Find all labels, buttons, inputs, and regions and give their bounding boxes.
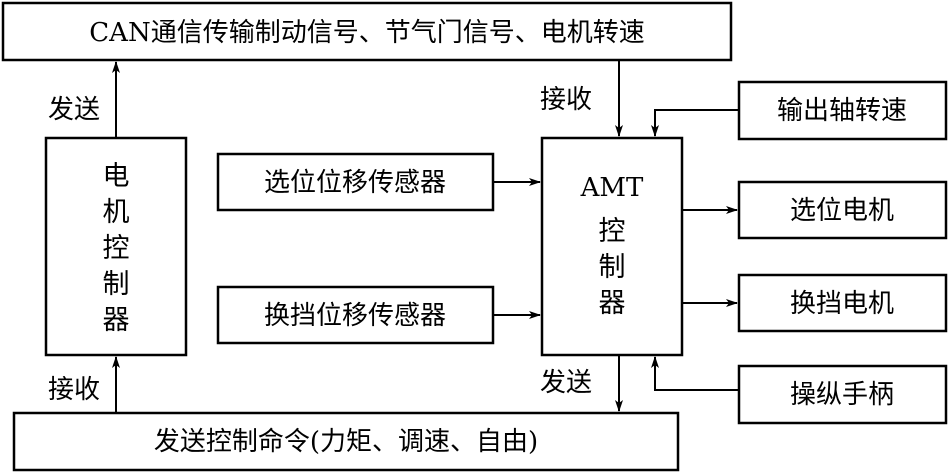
motor-send-label: 发送 <box>48 95 100 125</box>
shift-sensor-text: 换挡位移传感器 <box>264 301 446 331</box>
shift-sensor-box: 换挡位移传感器 <box>216 285 495 345</box>
amt-controller-title: AMT <box>580 173 644 203</box>
shift-motor-box: 换挡电机 <box>737 273 948 333</box>
bottom-command-box: 发送控制命令(力矩、调速、自由) <box>12 411 680 472</box>
joystick-text: 操纵手柄 <box>790 380 894 410</box>
shift-motor-text: 换挡电机 <box>790 289 894 319</box>
select-motor-box: 选位电机 <box>737 180 948 240</box>
motor-controller-char-3: 控 <box>103 233 130 264</box>
motor-controller-box: 电 机 控 制 器 <box>44 136 188 357</box>
amt-controller-box: AMT 控 制 器 <box>540 136 684 357</box>
top-signal-text: CAN通信传输制动信号、节气门信号、电机转速 <box>89 18 644 48</box>
joystick-to-amt-arrow <box>651 356 739 391</box>
output-speed-to-amt-arrow <box>651 109 739 137</box>
amt-send-label: 发送 <box>540 368 592 398</box>
output-shaft-speed-text: 输出轴转速 <box>777 96 907 126</box>
motor-controller-char-4: 制 <box>103 269 130 300</box>
amt-controller-char-3: 器 <box>599 288 626 319</box>
joystick-box: 操纵手柄 <box>737 364 948 425</box>
select-sensor-text: 选位位移传感器 <box>264 168 446 198</box>
motor-controller-char-5: 器 <box>103 305 130 336</box>
select-motor-text: 选位电机 <box>790 196 894 226</box>
select-sensor-box: 选位位移传感器 <box>216 152 495 212</box>
motor-receive-label: 接收 <box>48 375 100 405</box>
motor-controller-char-2: 机 <box>103 197 130 228</box>
amt-controller-char-2: 制 <box>599 252 626 283</box>
top-signal-box: CAN通信传输制动信号、节气门信号、电机转速 <box>1 1 733 62</box>
amt-receive-label: 接收 <box>540 85 592 115</box>
motor-controller-char-1: 电 <box>103 161 130 192</box>
amt-controller-char-1: 控 <box>599 216 626 247</box>
bottom-command-text: 发送控制命令(力矩、调速、自由) <box>154 427 538 457</box>
output-shaft-speed-box: 输出轴转速 <box>737 80 948 141</box>
